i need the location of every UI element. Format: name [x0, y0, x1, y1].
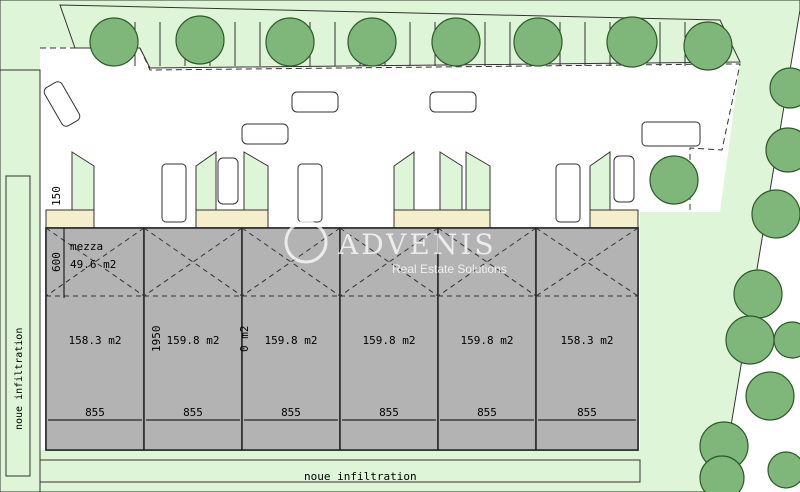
mezzanine-label: mezza — [70, 240, 103, 253]
unit-width: 855 — [85, 406, 105, 419]
tree-icon — [265, 17, 315, 67]
mezzanine-area: 49.6 m2 — [70, 258, 116, 271]
car-icon — [613, 155, 635, 203]
unit-1: 158.3 m2 855 — [45, 227, 145, 451]
van-icon — [297, 163, 323, 223]
unit-area: 159.8 m2 — [363, 334, 416, 347]
unit-outline — [143, 227, 243, 451]
unit-2: 159.8 m2 855 — [143, 227, 243, 451]
infiltration-left-label: noue infiltration — [14, 328, 25, 430]
infiltration-bottom-label: noue infiltration — [304, 470, 417, 483]
tree-icon — [431, 17, 481, 67]
unit-area: 158.3 m2 — [69, 334, 122, 347]
mezzanine-cross — [437, 227, 537, 297]
advenis-logo-icon — [284, 220, 328, 264]
unit-width: 855 — [477, 406, 497, 419]
mezzanine-cross — [241, 227, 341, 297]
mezzanine-cross — [143, 227, 243, 297]
tree-icon — [649, 155, 699, 205]
east-trees — [699, 67, 800, 492]
cars — [43, 81, 701, 223]
mezzanine-cross — [45, 227, 145, 297]
car-icon — [429, 91, 477, 113]
unit-outline — [339, 227, 439, 451]
unit-area: 158.3 m2 — [561, 334, 614, 347]
unit-area: 159.8 m2 — [461, 334, 514, 347]
north-green-strip — [59, 4, 741, 69]
unit-4: 159.8 m2 855 — [339, 227, 439, 451]
unit-width: 855 — [183, 406, 203, 419]
north-trees — [89, 15, 733, 205]
unit-width: 855 — [379, 406, 399, 419]
tree-icon — [683, 21, 733, 71]
tree-icon — [606, 16, 658, 68]
unit-area: 159.8 m2 — [265, 334, 318, 347]
car-icon — [291, 91, 339, 113]
tree-icon — [89, 17, 139, 67]
van-icon — [555, 163, 581, 223]
car-icon — [43, 81, 81, 127]
tree-icon — [175, 15, 225, 65]
tree-icon — [733, 269, 783, 319]
tree-icon — [745, 371, 795, 421]
unit-width: 855 — [281, 406, 301, 419]
tree-icon — [751, 189, 800, 239]
van-icon — [641, 121, 701, 147]
unit-outline — [437, 227, 537, 451]
tree-icon — [699, 455, 745, 492]
mezzanine-cross — [535, 227, 639, 297]
west-infiltration-swale — [5, 175, 31, 477]
tree-icon — [773, 321, 800, 359]
unit-width: 855 — [577, 406, 597, 419]
tree-icon — [765, 127, 800, 173]
unit-area: 159.8 m2 — [167, 334, 220, 347]
watermark-brand: ADVENIS — [337, 228, 497, 261]
unit-3: 159.8 m2 855 — [241, 227, 341, 451]
tree-icon — [725, 315, 775, 365]
mezzanine-cross — [339, 227, 439, 297]
unit-outline — [45, 227, 145, 451]
tree-icon — [513, 17, 563, 67]
unit-5: 159.8 m2 855 — [437, 227, 537, 451]
car-icon — [217, 157, 239, 205]
unit-outline — [535, 227, 639, 451]
dimension-600: 600 — [50, 252, 63, 272]
van-icon — [161, 163, 187, 223]
watermark: ADVENIS Real Estate Solutions — [284, 220, 507, 276]
tree-icon — [769, 67, 800, 109]
dimension-150: 150 — [50, 186, 63, 206]
tree-icon — [347, 17, 397, 67]
unit-6: 158.3 m2 855 — [535, 227, 639, 451]
dimension-0m2: 0 m2 — [238, 326, 251, 353]
tree-icon — [767, 451, 800, 489]
watermark-tagline: Real Estate Solutions — [392, 262, 507, 276]
south-infiltration-swale — [39, 459, 641, 483]
car-icon — [241, 123, 289, 145]
dimension-1950: 1950 — [150, 326, 163, 353]
